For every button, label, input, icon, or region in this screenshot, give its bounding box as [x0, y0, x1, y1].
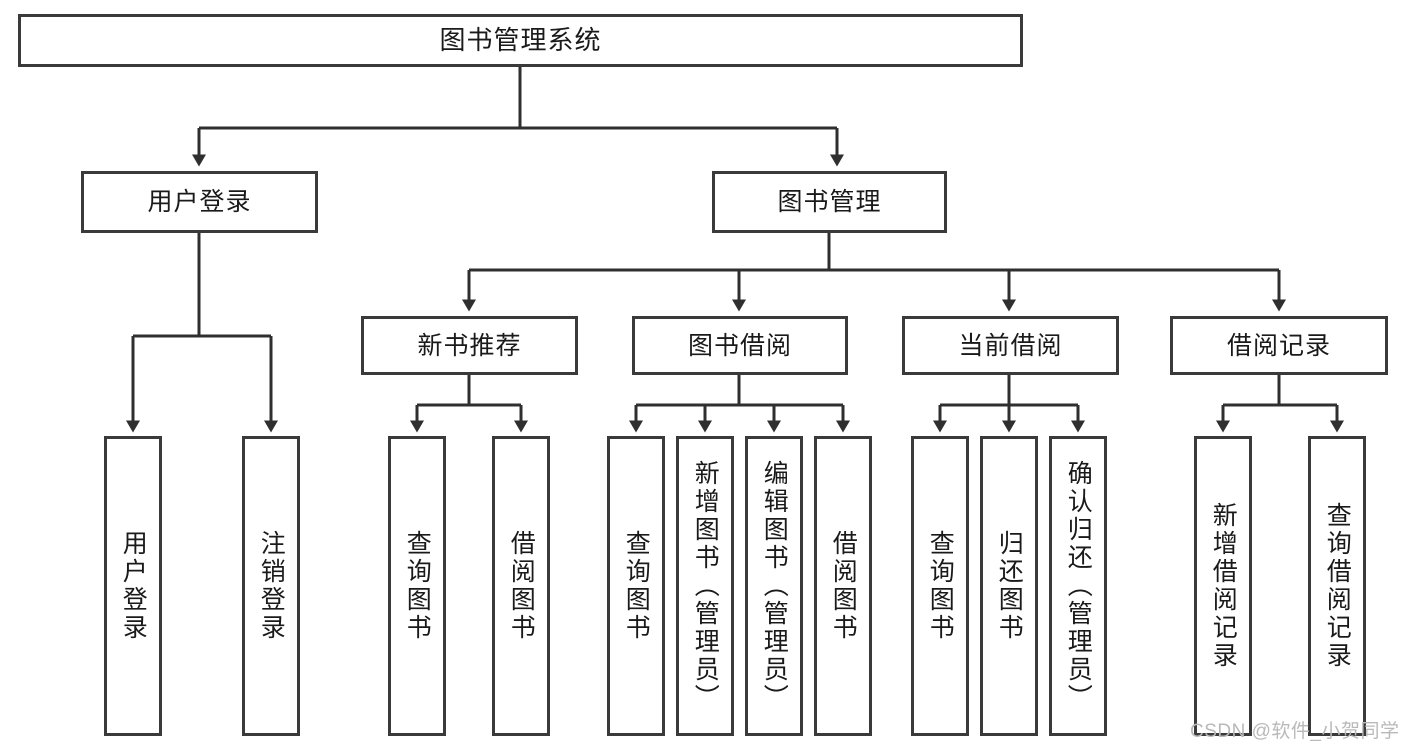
- leaf-book-borrow-edit-book[interactable]: 编辑图书（管理员）: [745, 436, 803, 736]
- node-borrow-record[interactable]: 借阅记录: [1170, 316, 1388, 375]
- node-label: 当前借阅: [958, 331, 1063, 360]
- node-user-login[interactable]: 用户登录: [81, 171, 318, 233]
- node-label: 图书管理系统: [439, 24, 602, 55]
- node-label: 用户登录: [119, 530, 148, 642]
- node-label: 查询图书: [622, 530, 651, 642]
- leaf-book-borrow-add-book[interactable]: 新增图书（管理员）: [676, 436, 734, 736]
- node-label: 归还图书: [995, 530, 1024, 642]
- leaf-current-borrow-return-book[interactable]: 归还图书: [980, 436, 1038, 736]
- node-label: 确认归还（管理员）: [1064, 460, 1093, 712]
- node-label: 新增图书（管理员）: [691, 460, 720, 712]
- leaf-borrow-record-add-record[interactable]: 新增借阅记录: [1194, 436, 1252, 736]
- node-label: 借阅图书: [507, 530, 536, 642]
- node-label: 查询图书: [403, 530, 432, 642]
- node-new-book-recommend[interactable]: 新书推荐: [361, 316, 578, 375]
- node-label: 查询借阅记录: [1323, 502, 1352, 670]
- leaf-book-borrow-query-book[interactable]: 查询图书: [607, 436, 665, 736]
- node-label: 查询图书: [926, 530, 955, 642]
- node-label: 新书推荐: [417, 331, 522, 360]
- leaf-book-borrow-borrow-book[interactable]: 借阅图书: [814, 436, 872, 736]
- node-label: 图书管理: [777, 188, 882, 216]
- node-label: 新增借阅记录: [1209, 502, 1238, 670]
- node-label: 编辑图书（管理员）: [760, 460, 789, 712]
- csdn-watermark: CSDN @软件_小贺同学: [1190, 721, 1400, 742]
- node-label: 用户登录: [147, 188, 252, 216]
- leaf-new-book-borrow-book[interactable]: 借阅图书: [492, 436, 550, 736]
- node-label: 借阅记录: [1226, 331, 1331, 360]
- node-label: 借阅图书: [829, 530, 858, 642]
- leaf-current-borrow-confirm-return[interactable]: 确认归还（管理员）: [1049, 436, 1107, 736]
- node-root-book-management-system[interactable]: 图书管理系统: [18, 14, 1023, 67]
- node-label: 注销登录: [257, 530, 286, 642]
- node-book-management[interactable]: 图书管理: [712, 171, 947, 233]
- leaf-new-book-query-book[interactable]: 查询图书: [388, 436, 446, 736]
- leaf-borrow-record-query-record[interactable]: 查询借阅记录: [1308, 436, 1366, 736]
- leaf-user-login-logout[interactable]: 注销登录: [242, 436, 300, 736]
- node-label: 图书借阅: [687, 331, 792, 360]
- node-book-borrow[interactable]: 图书借阅: [632, 316, 848, 375]
- node-current-borrow[interactable]: 当前借阅: [902, 316, 1119, 375]
- leaf-user-login-login[interactable]: 用户登录: [104, 436, 162, 736]
- leaf-current-borrow-query-book[interactable]: 查询图书: [911, 436, 969, 736]
